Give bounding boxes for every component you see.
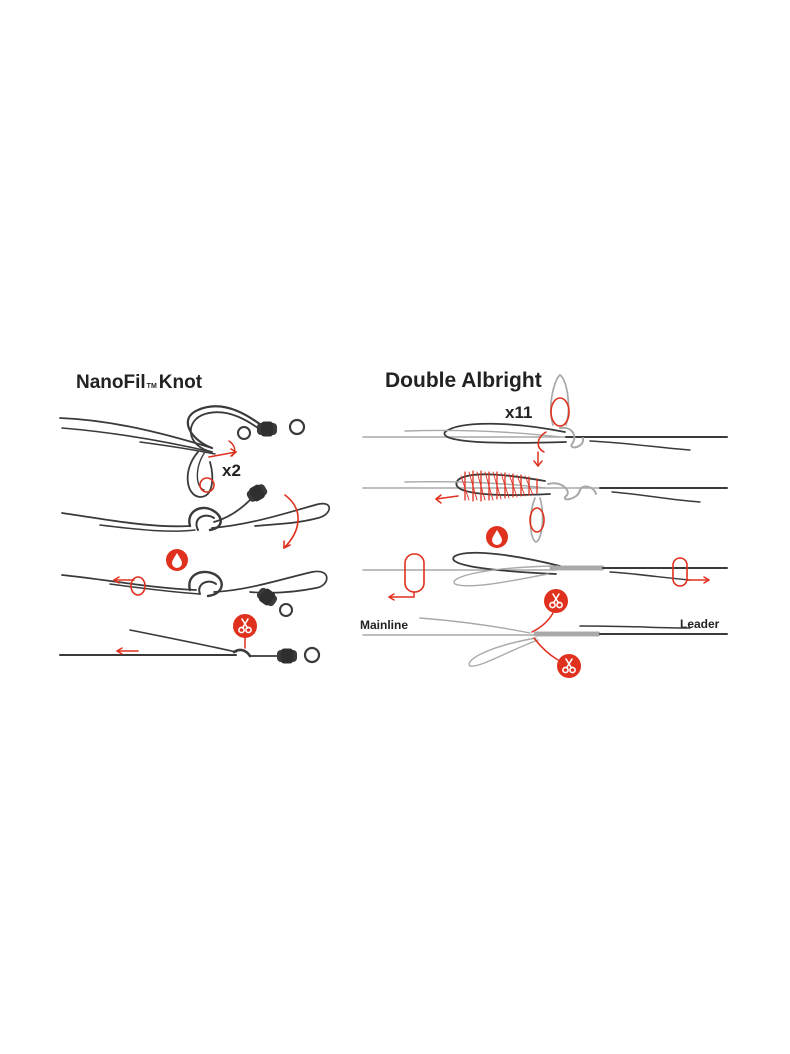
double-albright-title: Double Albright	[385, 369, 542, 392]
nanofil-step-1	[59, 405, 306, 498]
nanofil-title-text: NanoFil	[76, 372, 146, 393]
scissors-icon	[556, 653, 582, 679]
nanofil-step-4	[59, 613, 321, 664]
albright-step-2	[362, 470, 728, 543]
scissors-icon	[543, 588, 569, 614]
knot-title-text: Knot	[158, 372, 203, 393]
albright-step-4	[362, 588, 728, 679]
water-drop-icon	[486, 526, 508, 548]
water-drop-icon	[166, 549, 188, 571]
wrap-count-x2: x2	[222, 461, 241, 480]
albright-step-1	[362, 374, 728, 467]
scissors-icon	[232, 613, 258, 639]
mainline-label: Mainline	[360, 618, 409, 632]
wrap-count-x11: x11	[505, 403, 533, 422]
albright-step-3	[362, 526, 728, 601]
nanofil-step-2	[61, 481, 331, 549]
trademark-mark: TM	[146, 383, 157, 390]
nanofil-step-3	[61, 549, 328, 617]
